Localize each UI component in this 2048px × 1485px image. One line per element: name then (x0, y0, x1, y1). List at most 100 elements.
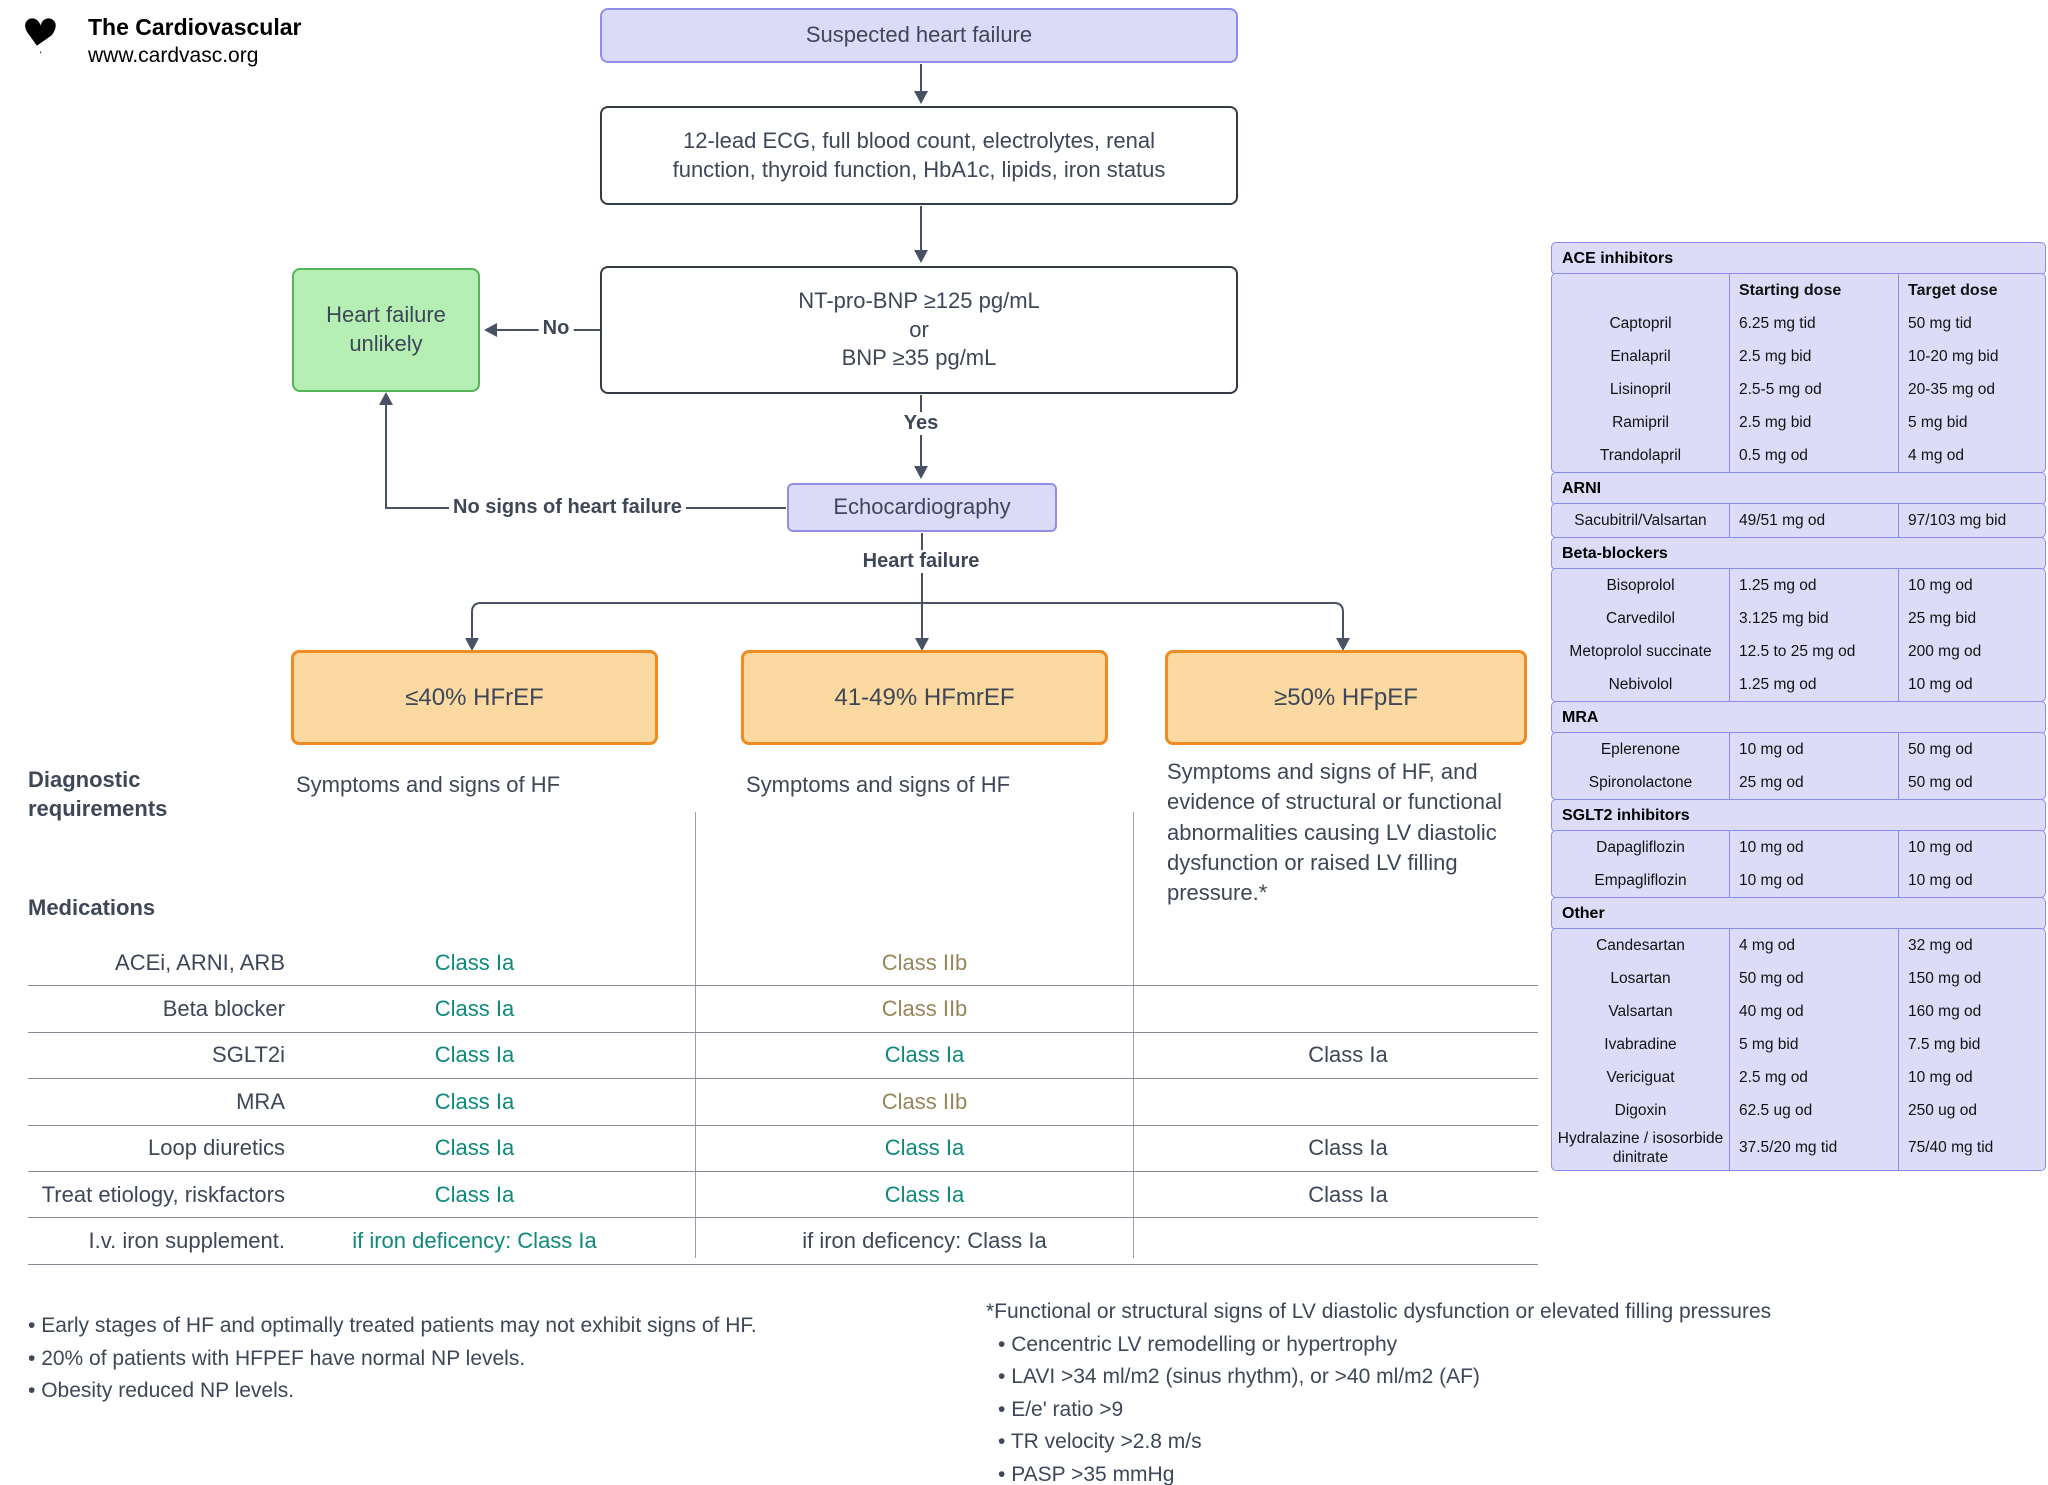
drug-row: Enalapril 2.5 mg bid 10-20 mg bid (1552, 340, 2045, 373)
footnote-bullet: E/e' ratio >9 (998, 1394, 2006, 1427)
drug-name: Lisinopril (1609, 380, 1672, 398)
medication-row: Loop diuretics Class Ia Class Ia Class I… (28, 1126, 1538, 1172)
box-initial-workup: 12-lead ECG, full blood count, electroly… (600, 106, 1238, 205)
class-hfmref: Class IIb (881, 1088, 968, 1114)
class-hfref: Class Ia (434, 949, 515, 975)
section-title-arni: ARNI (1551, 471, 2046, 505)
medication-row: SGLT2i Class Ia Class Ia Class Ia (28, 1033, 1538, 1080)
drug-target-dose: 10 mg od (1898, 864, 2045, 897)
drug-row: Eplerenone 10 mg od 50 mg od (1552, 733, 2045, 766)
dosing-panel: ACE inhibitors Starting dose Target dose… (1551, 241, 2046, 1171)
class-hfmref: if iron deficency: Class Ia (802, 1228, 1047, 1254)
medication-row-label: MRA (236, 1088, 285, 1114)
class-hfref: Class Ia (434, 1088, 515, 1114)
footnote-right: *Functional or structural signs of LV di… (986, 1296, 2006, 1485)
drug-row: Metoprolol succinate 12.5 to 25 mg od 20… (1552, 635, 2045, 668)
section-grid-mra: Eplerenone 10 mg od 50 mg od Spironolact… (1551, 732, 2046, 800)
drug-row: Ivabradine 5 mg bid 7.5 mg bid (1552, 1028, 2045, 1061)
dose-column-headers: Starting dose Target dose (1552, 274, 2045, 307)
drug-starting-dose: 2.5-5 mg od (1729, 373, 1898, 406)
drug-row: Nebivolol 1.25 mg od 10 mg od (1552, 668, 2045, 701)
label-yes: Yes (899, 412, 943, 435)
medication-row: Treat etiology, riskfactors Class Ia Cla… (28, 1172, 1538, 1219)
section-grid-arni: Sacubitril/Valsartan 49/51 mg od 97/103 … (1551, 503, 2046, 538)
drug-name: Digoxin (1614, 1101, 1667, 1119)
footnote-bullet: 20% of patients with HFPEF have normal N… (28, 1343, 948, 1376)
drug-name: Nebivolol (1608, 675, 1673, 693)
section-title-beta-blockers: Beta-blockers (1551, 536, 2046, 570)
drug-row: Trandolapril 0.5 mg od 4 mg od (1552, 439, 2045, 472)
bnp-line1: NT-pro-BNP ≥125 pg/mL (798, 288, 1040, 314)
class-hfmref: Class Ia (884, 1135, 965, 1161)
drug-starting-dose: 3.125 mg bid (1729, 602, 1898, 635)
drug-target-dose: 160 mg od (1898, 995, 2045, 1028)
column-divider (1133, 812, 1134, 1258)
drug-target-dose: 25 mg bid (1898, 602, 2045, 635)
drug-name: Losartan (1610, 969, 1671, 987)
drug-starting-dose: 12.5 to 25 mg od (1729, 635, 1898, 668)
drug-target-dose: 150 mg od (1898, 962, 2045, 995)
medication-class-table: ACEi, ARNI, ARB Class Ia Class IIb Beta … (28, 940, 1538, 1265)
bnp-line3: BNP ≥35 pg/mL (841, 345, 997, 371)
drug-row: Digoxin 62.5 ug od 250 ug od (1552, 1094, 2045, 1127)
drug-row: Bisoprolol 1.25 mg od 10 mg od (1552, 569, 2045, 602)
drug-name: Metoprolol succinate (1569, 642, 1712, 660)
drug-name: Sacubitril/Valsartan (1574, 511, 1707, 529)
drug-row: Spironolactone 25 mg od 50 mg od (1552, 766, 2045, 799)
drug-target-dose: 50 mg od (1898, 733, 2045, 766)
class-hfref: Class Ia (434, 1181, 515, 1207)
diag-hfref: Symptoms and signs of HF (296, 772, 561, 797)
medication-row: I.v. iron supplement. if iron deficency:… (28, 1218, 1538, 1265)
drug-target-dose: 250 ug od (1898, 1094, 2045, 1127)
drug-target-dose: 50 mg tid (1898, 307, 2045, 340)
drug-row: Candesartan 4 mg od 32 mg od (1552, 929, 2045, 962)
logo-url[interactable]: www.cardvasc.org (88, 44, 259, 67)
drug-row: Sacubitril/Valsartan 49/51 mg od 97/103 … (1552, 504, 2045, 537)
class-hfref: Class Ia (434, 996, 515, 1022)
drug-starting-dose: 10 mg od (1729, 733, 1898, 766)
medication-row-label: SGLT2i (212, 1042, 285, 1068)
drug-row: Losartan 50 mg od 150 mg od (1552, 962, 2045, 995)
class-hfmref: Class IIb (881, 949, 968, 975)
footnote-bullet: Cencentric LV remodelling or hypertrophy (998, 1329, 2006, 1362)
medication-row-label: Loop diuretics (148, 1135, 285, 1161)
drug-starting-dose: 1.25 mg od (1729, 668, 1898, 701)
medication-row-label: Beta blocker (162, 996, 285, 1022)
diag-hfpef: Symptoms and signs of HF, and evidence o… (1167, 759, 1503, 906)
drug-target-dose: 5 mg bid (1898, 406, 2045, 439)
medication-row: ACEi, ARNI, ARB Class Ia Class IIb (28, 940, 1538, 987)
drug-row: Empagliflozin 10 mg od 10 mg od (1552, 864, 2045, 897)
label-no: No (538, 317, 574, 340)
drug-starting-dose: 5 mg bid (1729, 1028, 1898, 1061)
drug-target-dose: 10 mg od (1898, 1061, 2045, 1094)
logo-title: The Cardiovascular (88, 14, 302, 40)
drug-target-dose: 10 mg od (1898, 668, 2045, 701)
footnote-bullet: Obesity reduced NP levels. (28, 1375, 948, 1408)
drug-starting-dose: 25 mg od (1729, 766, 1898, 799)
drug-target-dose: 97/103 mg bid (1898, 504, 2045, 537)
box-hfpef: ≥50% HFpEF (1165, 650, 1527, 745)
drug-name: Ramipril (1612, 413, 1669, 431)
drug-row: Carvedilol 3.125 mg bid 25 mg bid (1552, 602, 2045, 635)
drug-name: Valsartan (1608, 1002, 1673, 1020)
section-grid-other: Candesartan 4 mg od 32 mg od Losartan 50… (1551, 928, 2046, 1171)
drug-starting-dose: 4 mg od (1729, 929, 1898, 962)
drug-row: Lisinopril 2.5-5 mg od 20-35 mg od (1552, 373, 2045, 406)
drug-name: Empagliflozin (1594, 871, 1687, 889)
drug-row: Hydralazine / isosorbide dinitrate 37.5/… (1552, 1127, 2045, 1170)
box-echocardiography: Echocardiography (787, 483, 1057, 532)
footnote-bullet: LAVI >34 ml/m2 (sinus rhythm), or >40 ml… (998, 1361, 2006, 1394)
drug-starting-dose: 37.5/20 mg tid (1729, 1127, 1898, 1170)
drug-starting-dose: 49/51 mg od (1729, 504, 1898, 537)
drug-starting-dose: 6.25 mg tid (1729, 307, 1898, 340)
column-divider (695, 812, 696, 1258)
footnote-bullet: PASP >35 mmHg (998, 1459, 2006, 1485)
drug-starting-dose: 40 mg od (1729, 995, 1898, 1028)
section-grid-sglt2: Dapagliflozin 10 mg od 10 mg od Empaglif… (1551, 830, 2046, 898)
diag-hfmref: Symptoms and signs of HF (746, 772, 1011, 797)
drug-row: Vericiguat 2.5 mg od 10 mg od (1552, 1061, 2045, 1094)
section-title-mra: MRA (1551, 700, 2046, 734)
drug-name: Enalapril (1610, 347, 1671, 365)
drug-name: Captopril (1609, 314, 1672, 332)
class-hfmref: Class Ia (884, 1181, 965, 1207)
